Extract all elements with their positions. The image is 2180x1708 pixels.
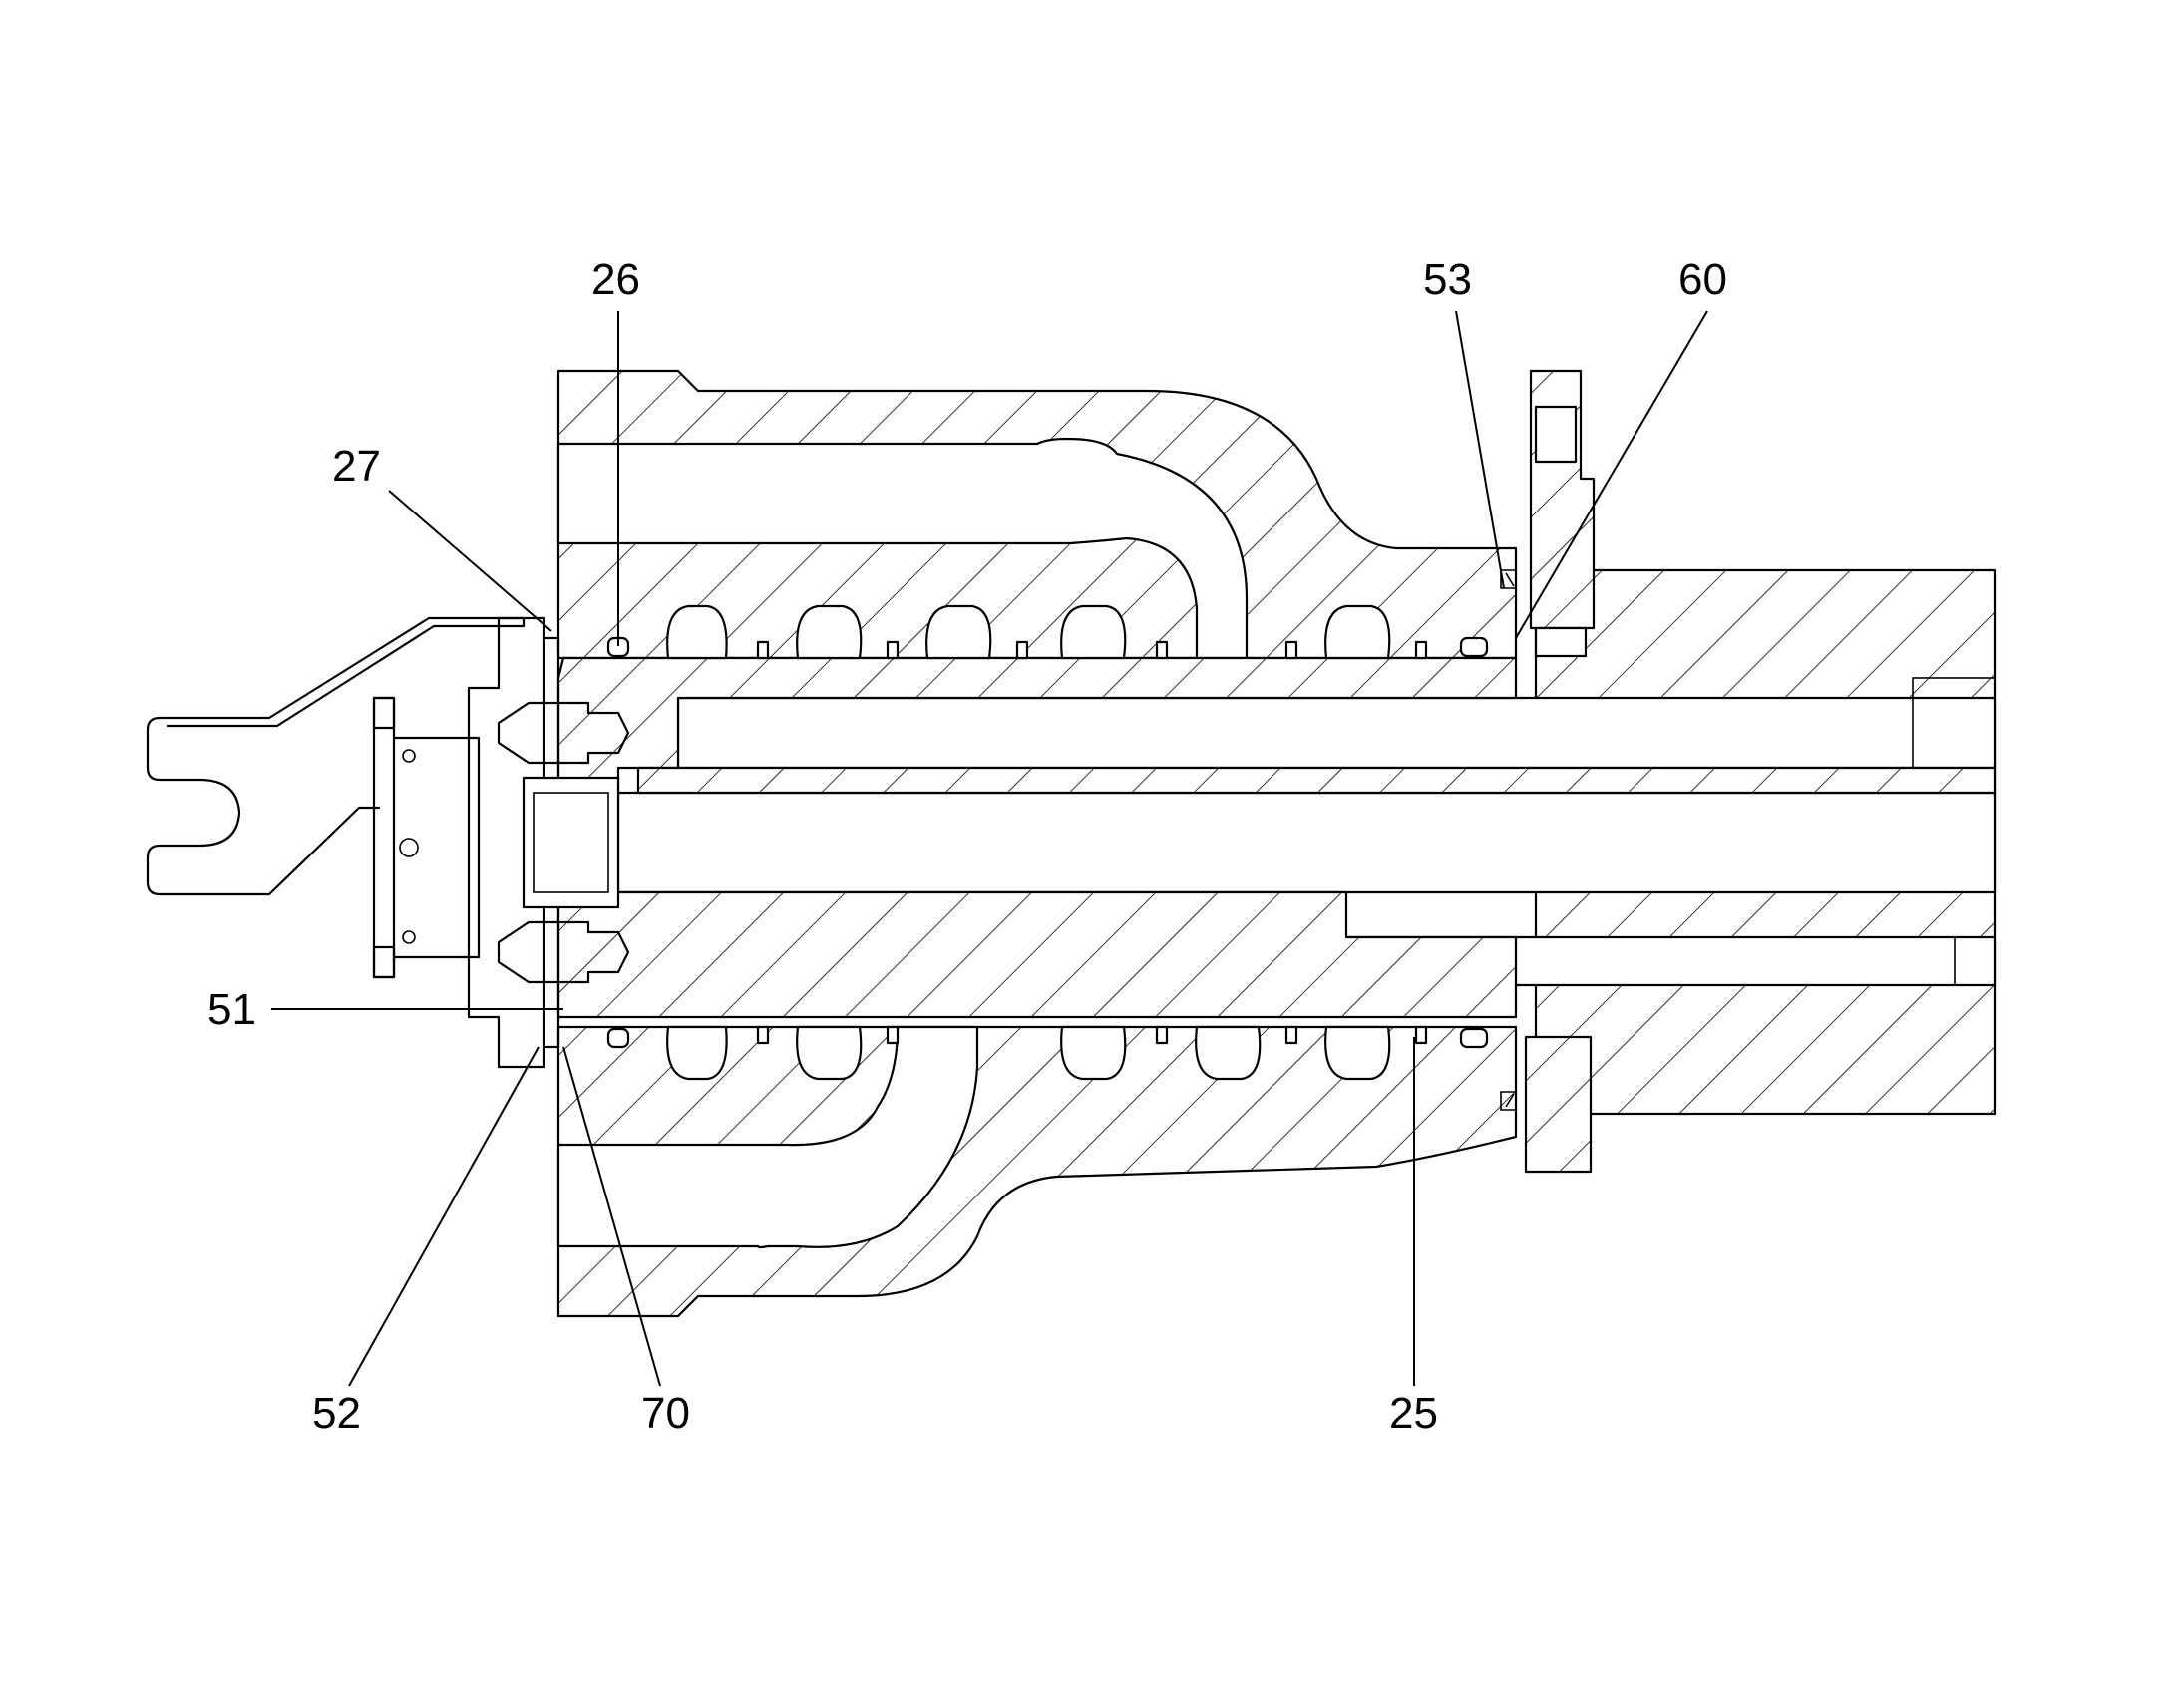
label-60: 60: [1678, 255, 1727, 304]
reference-labels: 26 27 53 60 51 52 70 25: [207, 255, 1727, 1438]
seal-rings: [606, 569, 1588, 1111]
leader-60: [1515, 310, 1708, 639]
leader-70: [562, 1046, 661, 1387]
label-26: 26: [591, 255, 640, 304]
label-51: 51: [207, 985, 256, 1034]
seal-grooves-upper: [666, 604, 1428, 660]
label-70: 70: [641, 1389, 690, 1438]
front-cap: [467, 616, 630, 1069]
leader-lines: [271, 310, 1708, 1387]
label-52: 52: [312, 1389, 361, 1438]
housing-lower: [556, 1025, 1593, 1318]
housing-upper: [556, 369, 1596, 660]
leader-52: [348, 1046, 540, 1387]
leader-53: [1455, 310, 1505, 589]
inner-sleeve: [556, 656, 1997, 1019]
label-27: 27: [332, 442, 381, 491]
leader-27: [388, 490, 552, 632]
label-53: 53: [1423, 255, 1472, 304]
seal-grooves-lower: [666, 1025, 1428, 1081]
label-25: 25: [1389, 1389, 1438, 1438]
fork-bracket: [146, 616, 526, 979]
